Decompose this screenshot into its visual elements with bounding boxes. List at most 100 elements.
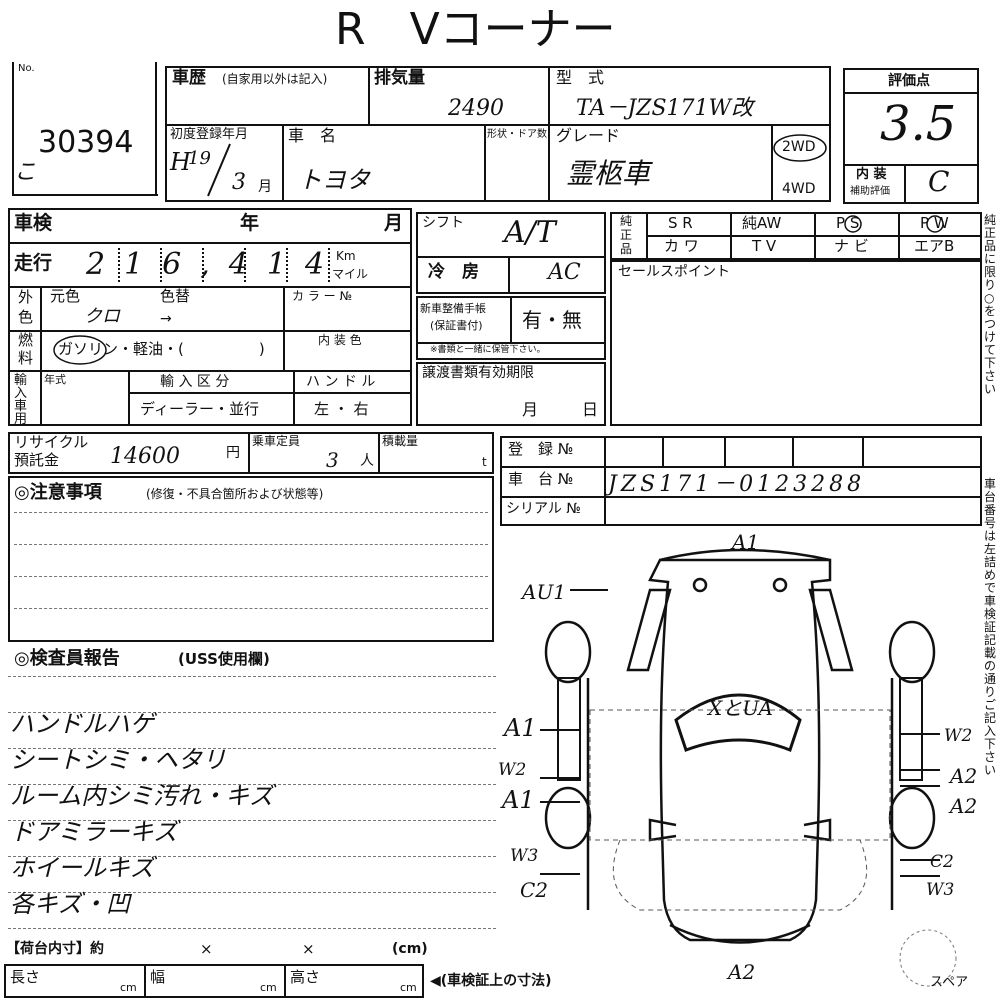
- first-reg-year: 19: [188, 148, 211, 169]
- option-tv: T V: [752, 237, 777, 255]
- handle-label: ハ ン ド ル: [306, 374, 376, 390]
- model-value: TA－JZS171W改: [576, 96, 754, 121]
- mark-au1: AU1: [522, 580, 567, 604]
- handle-opts: 左 ・ 右: [314, 400, 369, 418]
- report-line-6: 各キズ・凹: [10, 890, 130, 918]
- ac-box: [416, 256, 606, 294]
- option-pw-circle: [926, 215, 944, 233]
- recycle-unit: 円: [226, 445, 240, 461]
- mark-w3-right: W3: [926, 880, 955, 900]
- import-year-label: 年式: [44, 373, 66, 386]
- side-note-chassis: 車台番号は左詰めで車検証記載の通りご記入下さい: [984, 477, 997, 777]
- registration-box: [500, 436, 982, 526]
- first-reg-label: 初度登録年月: [170, 127, 249, 142]
- inspection-year: 年: [240, 212, 260, 234]
- dims-height: 高さ: [290, 968, 321, 986]
- history-label: 車歴: [172, 68, 206, 88]
- dims-box: [4, 964, 424, 998]
- mark-a1-top: A1: [732, 530, 760, 554]
- car-name-label: 車 名: [288, 126, 337, 145]
- interior-label: 内 装: [856, 167, 887, 182]
- recycle-label-2: 預託金: [14, 451, 60, 469]
- first-reg-month-unit: 月: [258, 179, 272, 195]
- report-line-2: シートシミ・ヘタリ: [10, 746, 226, 774]
- spec-box: [8, 208, 412, 426]
- shift-value: A/T: [504, 215, 556, 250]
- interior-value: C: [928, 165, 950, 198]
- option-kawa: カ ワ: [664, 237, 699, 255]
- mileage-unit-km: Km: [336, 249, 356, 263]
- date-slash: [207, 143, 231, 197]
- cargo-unit: (cm): [392, 941, 428, 957]
- displacement-value: 2490: [448, 96, 504, 121]
- ac-label: 冷 房: [428, 262, 479, 282]
- grade-label: グレード: [556, 126, 621, 145]
- drive-4wd: 4WD: [782, 181, 816, 197]
- capacity-value: 3: [326, 448, 339, 472]
- color-no-label: カ ラ ー №: [292, 289, 352, 303]
- mark-windshield: XとUA: [708, 696, 773, 720]
- mark-a2-right-2: A2: [950, 794, 978, 818]
- displacement-label: 排気量: [374, 68, 425, 88]
- color-changed: 色替: [160, 287, 191, 305]
- cargo-x2: ×: [302, 940, 315, 958]
- rating-value: 3.5: [880, 96, 957, 152]
- color-value: クロ: [84, 306, 120, 327]
- registration-label: 登 録 №: [508, 440, 574, 458]
- interior-sub: 補助評価: [850, 186, 890, 197]
- manual-value: 有・無: [522, 308, 582, 332]
- mark-a2-bottom: A2: [728, 960, 756, 984]
- spare-tire-icon: [899, 929, 957, 987]
- report-sub: (USS使用欄): [178, 650, 270, 668]
- color-arrow: →: [160, 311, 172, 327]
- chassis-value: JZS171－0123288: [608, 472, 866, 497]
- report-line-4: ドアミラーキズ: [10, 818, 178, 846]
- capacity-label: 乗車定員: [252, 434, 301, 448]
- vehicle-info-box: [165, 66, 831, 202]
- recycle-box: [8, 432, 494, 474]
- drive-circle: [773, 134, 827, 162]
- ac-value: AC: [548, 260, 581, 285]
- inspection-month: 月: [384, 212, 404, 234]
- mark-w2-left: W2: [498, 760, 527, 780]
- dims-length: 長さ: [10, 968, 41, 986]
- notes-box: [8, 476, 494, 642]
- mark-a2-right-1: A2: [950, 764, 978, 788]
- mark-a1-left-2: A1: [502, 786, 535, 814]
- report-line-5: ホイールキズ: [10, 854, 154, 882]
- color-original: 元色: [50, 287, 81, 305]
- option-navi: ナ ビ: [834, 237, 869, 255]
- mark-w3-left: W3: [510, 846, 539, 866]
- fuel-label-2: 料: [18, 349, 34, 367]
- report-line-1: ハンドルハゲ: [10, 710, 154, 738]
- option-sr: S R: [668, 214, 693, 232]
- drive-2wd: 2WD: [782, 139, 816, 155]
- dims-length-cm: cm: [120, 981, 137, 994]
- rating-label: 評価点: [888, 73, 930, 89]
- grade-value: 霊柩車: [566, 157, 651, 190]
- recycle-label-1: リサイクル: [14, 433, 89, 451]
- notes-sub: (修復・不具合箇所および状態等): [146, 487, 324, 501]
- sales-point-box: [610, 260, 982, 426]
- transfer-box: [416, 362, 606, 426]
- chassis-label: 車 台 №: [508, 470, 574, 488]
- recycle-value: 14600: [110, 444, 180, 469]
- option-aw: 純AW: [742, 214, 782, 232]
- lot-no-label: No.: [18, 63, 35, 74]
- mileage-digit-boxes: [78, 244, 370, 284]
- sales-point-label: セールスポイント: [618, 264, 730, 280]
- mileage-label: 走行: [14, 252, 53, 274]
- fuel-options: ガソリン・軽油・( ): [58, 340, 265, 358]
- page-title: R Vコーナー: [335, 4, 616, 55]
- options-side-label: 純正品: [620, 214, 633, 256]
- lot-number: 30394: [38, 125, 134, 160]
- inspection-label: 車検: [14, 212, 53, 234]
- mark-c2-right: C2: [930, 852, 954, 872]
- fuel-circle: [53, 335, 107, 365]
- car-name-value: トヨタ: [298, 166, 370, 194]
- load-label: 積載量: [382, 434, 419, 448]
- shift-label: シフト: [422, 215, 464, 231]
- rating-box: [843, 68, 979, 204]
- manual-note: ※書類と一緒に保管下さい。: [430, 345, 546, 355]
- mark-c2-left: C2: [520, 878, 549, 902]
